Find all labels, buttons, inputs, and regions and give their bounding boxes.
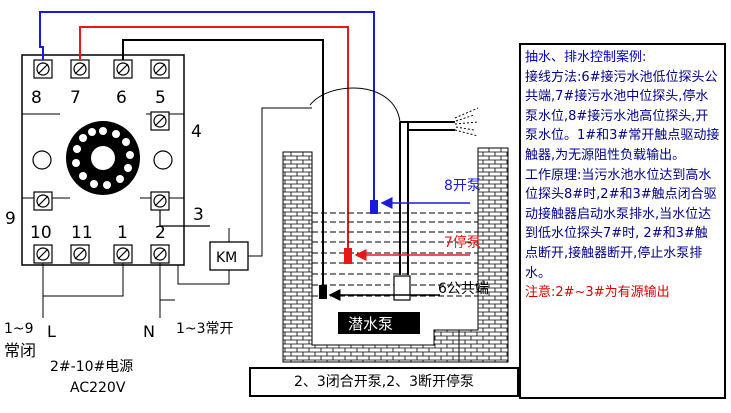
probe-8 xyxy=(370,200,378,214)
terminal-6-screw xyxy=(113,59,133,79)
submersible-pump xyxy=(338,312,420,334)
red-wire-terminal-7 xyxy=(79,26,349,250)
terminal-5-screw xyxy=(150,59,170,79)
probe-7 xyxy=(344,248,352,264)
terminal-3-label: 3 xyxy=(193,205,204,225)
terminal-5-label: 5 xyxy=(155,88,166,108)
info-principle: 工作原理:当污水池水位达到高水位探头8#时,2#和3#触点闭合驱动接触器启动水泵… xyxy=(525,167,717,281)
power-n-label: N xyxy=(143,322,155,341)
black-wire-terminal-6 xyxy=(122,39,324,288)
power-wiring xyxy=(42,263,175,318)
terminal-3-screw xyxy=(150,191,170,211)
blue-wire-terminal-8 xyxy=(39,11,375,204)
power-l-label: L xyxy=(47,322,56,341)
power-source-label: 2#-10#电源 xyxy=(50,359,133,375)
km-label: KM xyxy=(216,250,237,266)
info-note: 注意:2#~3#为有源输出 xyxy=(525,285,670,301)
terminal-7-screw xyxy=(70,59,90,79)
sewage-tank: 潜水泵 xyxy=(282,87,509,363)
nc-label-line2: 常闭 xyxy=(4,341,36,360)
nc-label-line1: 1~9 xyxy=(4,321,34,337)
terminal-9-label: 9 xyxy=(5,209,16,229)
terminal-10-label: 10 xyxy=(30,223,52,243)
km-contactor: KM xyxy=(159,107,312,285)
probe-8-label: 8开泵 xyxy=(444,178,481,194)
screw-terminals xyxy=(33,59,170,264)
probe-7-label: 7停泵 xyxy=(444,234,481,251)
operation-caption: 2、3闭合开泵,2、3断开停泵 xyxy=(249,367,519,397)
terminal-10-screw xyxy=(33,244,53,264)
no-contact-label: 1~3常开 xyxy=(176,321,234,337)
probe-6 xyxy=(319,285,327,299)
probe-6-label: 6公共端 xyxy=(438,281,489,297)
power-voltage-label: AC220V xyxy=(70,380,126,396)
mount-hole-left xyxy=(32,150,52,170)
terminal-8-label: 8 xyxy=(31,88,42,108)
octal-socket xyxy=(66,121,140,195)
terminal-11-label: 11 xyxy=(71,223,93,243)
terminal-8-screw xyxy=(33,59,53,79)
terminal-1-screw xyxy=(113,244,133,264)
probes xyxy=(319,200,378,299)
terminal-1-label: 1 xyxy=(117,223,128,243)
terminal-2-screw xyxy=(150,244,170,264)
control-example-panel: 抽水、排水控制案例: 接线方法:6#接污水池低位探头公共端,7#接污水池中位探头… xyxy=(519,43,726,399)
info-title: 抽水、排水控制案例: xyxy=(525,50,647,65)
terminal-11-screw xyxy=(70,244,90,264)
mount-hole-right xyxy=(153,150,173,170)
terminal-7-label: 7 xyxy=(70,88,81,108)
pump-label: 潜水泵 xyxy=(348,315,393,333)
info-method: 接线方法:6#接污水池低位探头公共端,7#接污水池中位探头,停水泵水位,8#接污… xyxy=(525,69,720,163)
terminal-4-screw xyxy=(150,111,170,131)
terminal-6-label: 6 xyxy=(116,88,127,108)
terminal-9-screw xyxy=(33,191,53,211)
terminal-2-label: 2 xyxy=(155,223,166,243)
relay-socket xyxy=(21,54,185,266)
terminal-4-label: 4 xyxy=(191,122,202,142)
